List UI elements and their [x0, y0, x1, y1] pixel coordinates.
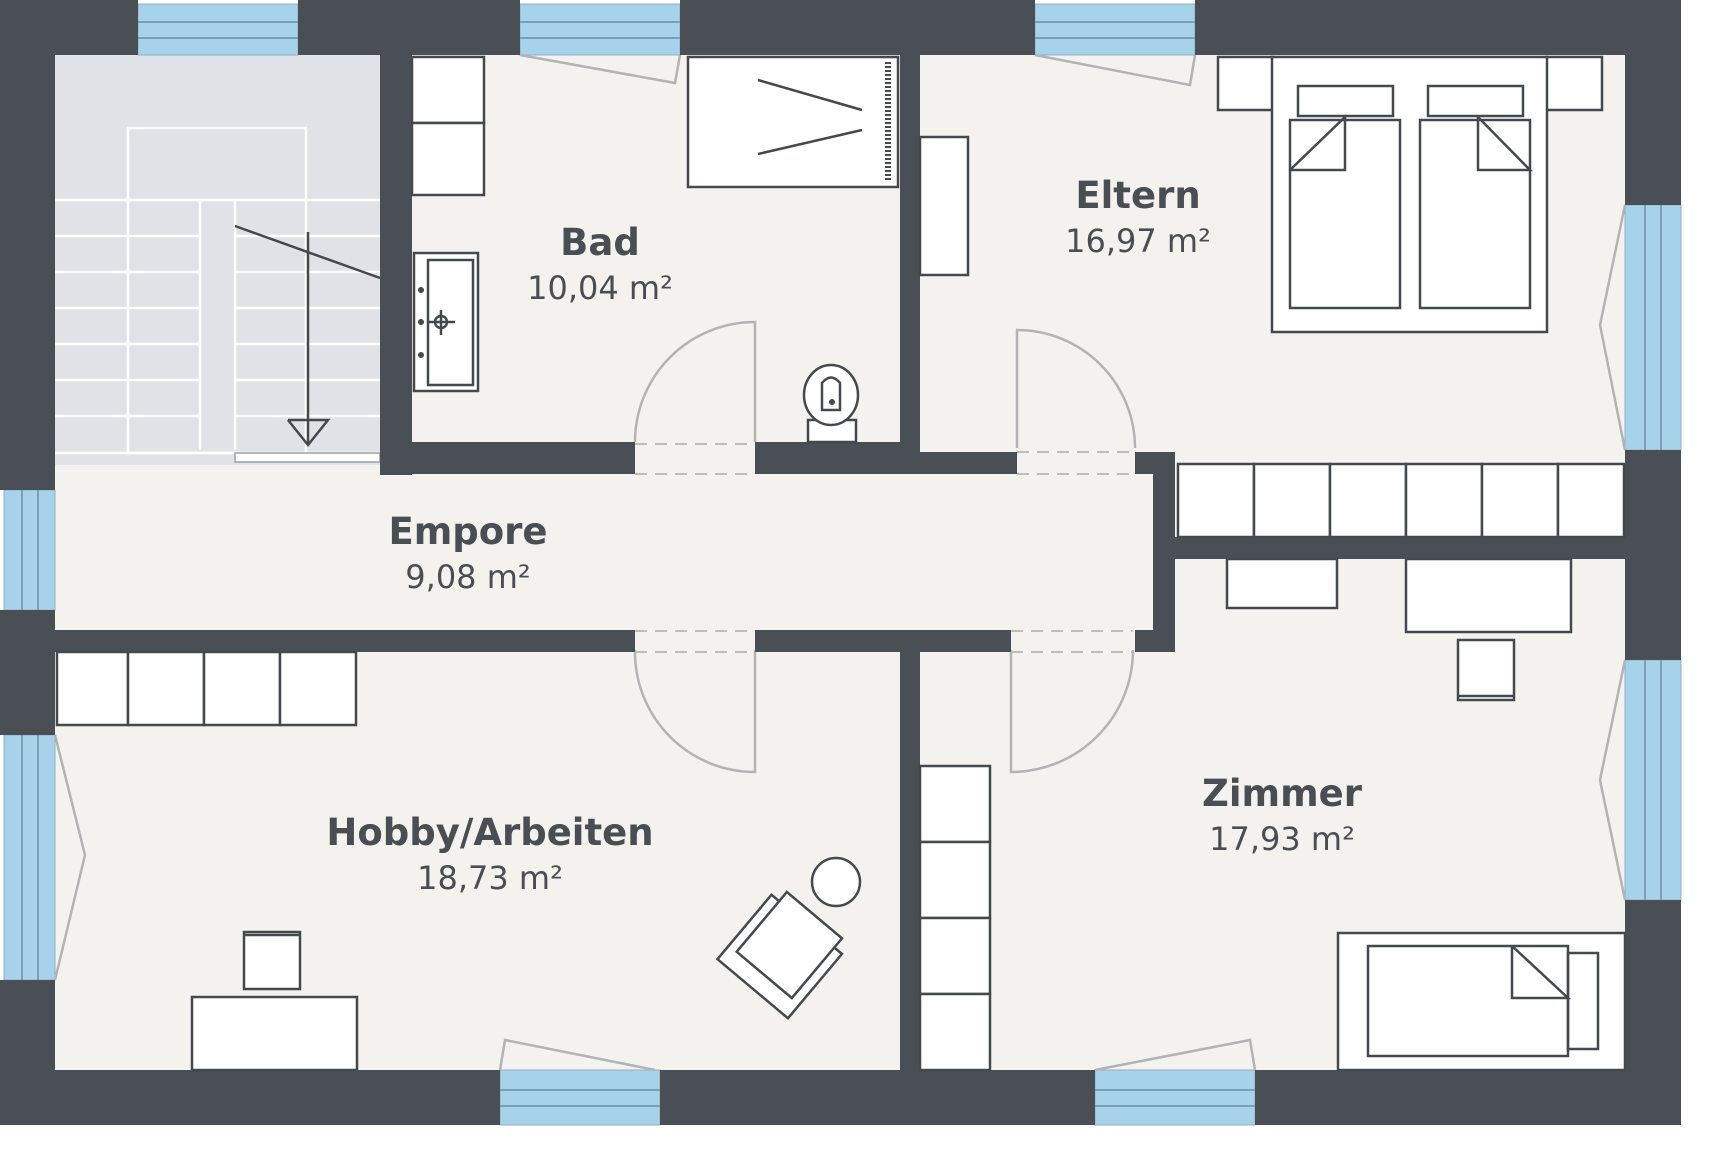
hobby-chair [242, 930, 302, 991]
room-area-bad: 10,04 m² [527, 269, 673, 307]
wardrobe-empore [1176, 462, 1626, 539]
stair-floor [55, 55, 380, 465]
window-zimmer-bottom [1094, 1069, 1256, 1126]
nightstand-right [1544, 55, 1604, 112]
window-hobby-left [3, 734, 56, 981]
wall-bad-eltern [900, 55, 920, 474]
side-table [810, 856, 862, 908]
window-eltern-top [1034, 3, 1196, 56]
eltern-furniture [918, 55, 1604, 334]
window-sashes [53, 53, 1627, 1072]
window-bad [519, 3, 681, 56]
zimmer-chair [1456, 638, 1516, 702]
room-area-empore: 9,08 m² [405, 558, 530, 596]
bad-cabinet-top [410, 55, 486, 125]
zimmer-wardrobe [918, 764, 992, 1072]
zimmer-desk [1404, 557, 1573, 634]
shower [686, 55, 900, 189]
bad-furniture [410, 55, 900, 444]
room-area-hobby: 18,73 m² [417, 859, 563, 897]
eltern-dresser [918, 135, 970, 277]
room-name-hobby: Hobby/Arbeiten [326, 811, 653, 854]
stair-landing-edge [234, 452, 381, 463]
windows [3, 3, 1682, 1126]
room-area-zimmer: 17,93 m² [1209, 820, 1355, 858]
door-swings [633, 320, 1137, 774]
window-eltern-right [1624, 204, 1682, 451]
door-swing-zimmer [1009, 649, 1135, 774]
window-empore-left [3, 489, 56, 611]
door-swing-eltern [1015, 328, 1137, 449]
hobby-furniture [55, 650, 862, 1072]
wall-hobby-zimmer [900, 652, 920, 1070]
wall-stair-bad [380, 55, 412, 475]
armchair [715, 890, 844, 1021]
window-stair [137, 3, 299, 56]
room-name-zimmer: Zimmer [1202, 772, 1363, 815]
room-name-empore: Empore [388, 510, 547, 553]
hobby-shelf [55, 650, 358, 727]
room-name-eltern: Eltern [1075, 174, 1200, 217]
room-area-eltern: 16,97 m² [1065, 222, 1211, 260]
walls [0, 0, 1681, 1125]
bad-cabinet-bottom [410, 121, 486, 197]
toilet [802, 363, 860, 444]
stair-arrow [234, 224, 381, 448]
zimmer-furniture [918, 557, 1627, 1072]
hobby-desk [190, 995, 359, 1072]
door-swing-hobby [633, 649, 757, 774]
window-hobby-bottom [499, 1069, 661, 1126]
window-zimmer-right [1624, 659, 1682, 901]
zimmer-shelf [1225, 557, 1339, 610]
room-labels: Bad 10,04 m² Eltern 16,97 m² Empore 9,08… [326, 174, 1362, 897]
room-name-bad: Bad [560, 221, 640, 264]
wall-wardrobe-divider [1175, 537, 1625, 559]
nightstand-left [1216, 55, 1276, 112]
door-swing-bad [633, 320, 757, 443]
